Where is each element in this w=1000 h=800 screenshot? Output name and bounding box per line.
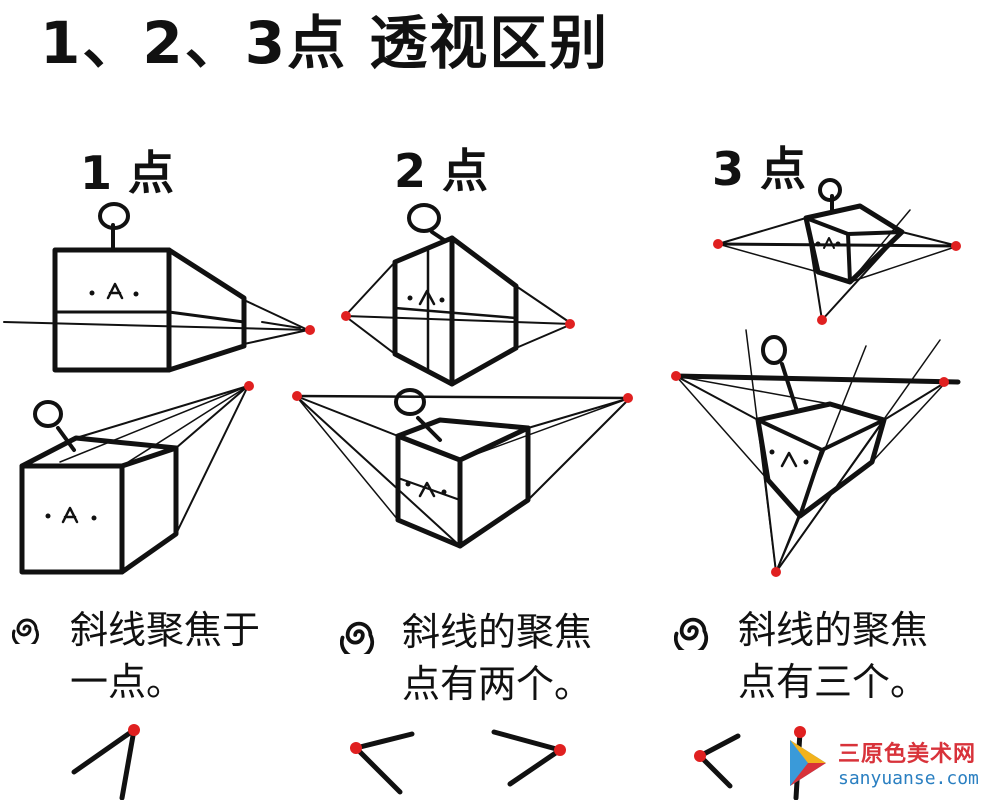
three-point-box-bottom xyxy=(673,329,961,573)
face-icon xyxy=(89,282,139,300)
vanishing-point-icon xyxy=(623,393,633,403)
one-point-box-bottom xyxy=(19,385,249,575)
vanishing-point-icon xyxy=(771,567,781,577)
vanishing-point-icon xyxy=(341,311,351,321)
face-icon xyxy=(407,289,445,306)
description-line: 斜线聚焦于 xyxy=(70,608,261,652)
vanishing-point-icon xyxy=(951,241,961,251)
description-line: 点有三个。 xyxy=(738,660,929,704)
vanishing-point-icon xyxy=(713,239,723,249)
three-point-box-top xyxy=(716,178,960,321)
vanishing-point-icon xyxy=(817,315,827,325)
column-label-three-point: 3 点 xyxy=(712,142,807,196)
description-line: 一点。 xyxy=(70,660,185,704)
vanishing-point-icon xyxy=(939,377,949,387)
description-three-point: 斜线的聚焦 点有三个。 xyxy=(738,604,928,708)
vanishing-point-icon xyxy=(554,744,566,756)
spiral-bullet-icon xyxy=(674,617,709,650)
vanishing-point-icon xyxy=(694,750,706,762)
face-icon xyxy=(405,481,447,498)
vanishing-point-icon xyxy=(244,381,254,391)
face-icon xyxy=(815,237,841,249)
page-title: 1、2、3点 透视区别 xyxy=(40,9,610,77)
description-line: 斜线的聚焦 xyxy=(402,610,593,654)
converging-lines-three xyxy=(697,729,803,800)
vanishing-point-icon xyxy=(671,371,681,381)
description-two-point: 斜线的聚焦 点有两个。 xyxy=(402,606,592,710)
spiral-bullet-icon xyxy=(340,621,375,654)
vanishing-point-icon xyxy=(794,726,806,738)
converging-lines-one xyxy=(71,727,137,800)
watermark-logo-icon xyxy=(790,740,826,786)
converging-lines-two xyxy=(353,729,563,795)
watermark-cn-text: 三原色美术网 xyxy=(838,742,977,767)
description-line: 点有两个。 xyxy=(402,662,593,706)
one-point-box-top xyxy=(3,202,311,373)
vanishing-point-icon xyxy=(565,319,575,329)
column-label-one-point: 1 点 xyxy=(80,146,175,200)
face-icon xyxy=(45,506,97,524)
watermark-en-text: sanyuanse.com xyxy=(838,768,979,789)
face-icon xyxy=(769,449,809,468)
watermark: 三原色美术网 sanyuanse.com xyxy=(786,732,994,796)
description-line: 斜线的聚焦 xyxy=(738,608,929,652)
column-label-two-point: 2 点 xyxy=(394,144,489,198)
vanishing-point-icon xyxy=(350,742,362,754)
two-point-box-bottom xyxy=(294,388,632,549)
vanishing-point-icon xyxy=(128,724,140,736)
description-one-point: 斜线聚焦于 一点。 xyxy=(70,604,260,708)
two-point-box-top xyxy=(344,203,573,387)
vanishing-point-icon xyxy=(305,325,315,335)
vanishing-point-icon xyxy=(292,391,302,401)
spiral-bullet-icon xyxy=(12,618,39,644)
